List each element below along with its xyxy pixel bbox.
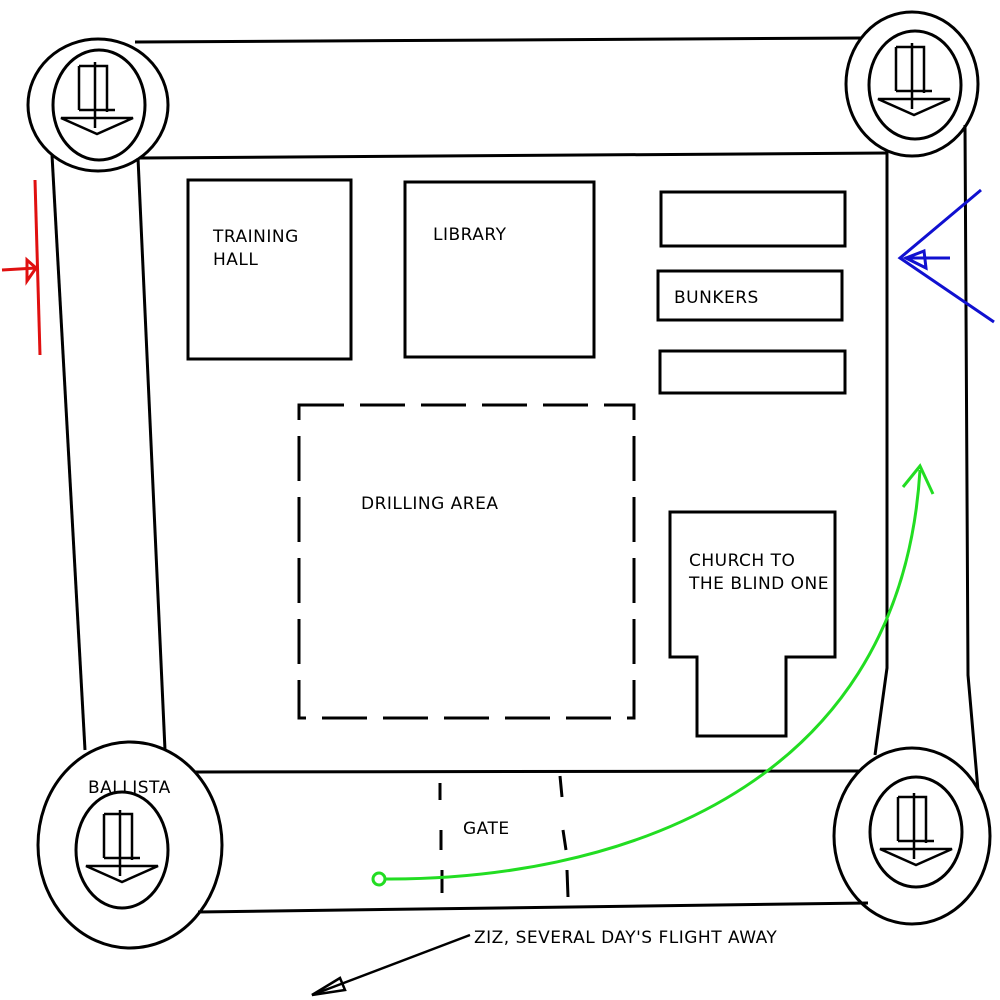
- library: LIBRARY: [403, 180, 596, 359]
- training-hall-label-1: TRAINING: [212, 227, 299, 247]
- route-arrow: [371, 463, 935, 887]
- bunkers-label: BUNKERS: [674, 288, 759, 308]
- church-label-2: THE BLIND ONE: [688, 574, 829, 594]
- ballista-icon: [59, 60, 135, 136]
- ballista-icon: [878, 791, 954, 867]
- arrow-up-icon: [901, 463, 935, 495]
- gate: GATE: [438, 775, 570, 898]
- ziz-direction: ZIZ, SEVERAL DAY'S FLIGHT AWAY: [311, 928, 777, 997]
- ballista-icon: [876, 41, 952, 117]
- church: CHURCH TO THE BLIND ONE: [668, 510, 837, 738]
- route-start-icon: [371, 871, 387, 887]
- tower-southwest: BALLISTA: [36, 740, 224, 950]
- tower-northwest: [26, 37, 170, 173]
- training-hall: TRAINING HALL: [186, 178, 353, 361]
- east-attack-marker: [897, 188, 995, 324]
- gate-label: GATE: [463, 819, 510, 839]
- inner-wall: [136, 151, 889, 774]
- library-label: LIBRARY: [433, 225, 507, 245]
- arrow-right-icon: [1, 266, 37, 272]
- tower-northeast: [844, 10, 980, 158]
- west-attack-marker: [1, 179, 42, 356]
- bunkers: BUNKERS: [656, 190, 847, 395]
- training-hall-label-2: HALL: [213, 250, 258, 270]
- ballista-icon: [84, 808, 160, 884]
- tower-southeast: [832, 746, 992, 926]
- drilling-area-label: DRILLING AREA: [361, 494, 498, 514]
- outer-wall: [50, 36, 980, 914]
- church-label-1: CHURCH TO: [689, 551, 795, 571]
- ballista-label: BALLISTA: [88, 778, 171, 798]
- ziz-label: ZIZ, SEVERAL DAY'S FLIGHT AWAY: [474, 928, 777, 948]
- drilling-area: DRILLING AREA: [297, 403, 636, 720]
- arrow-southwest-icon: [311, 976, 347, 997]
